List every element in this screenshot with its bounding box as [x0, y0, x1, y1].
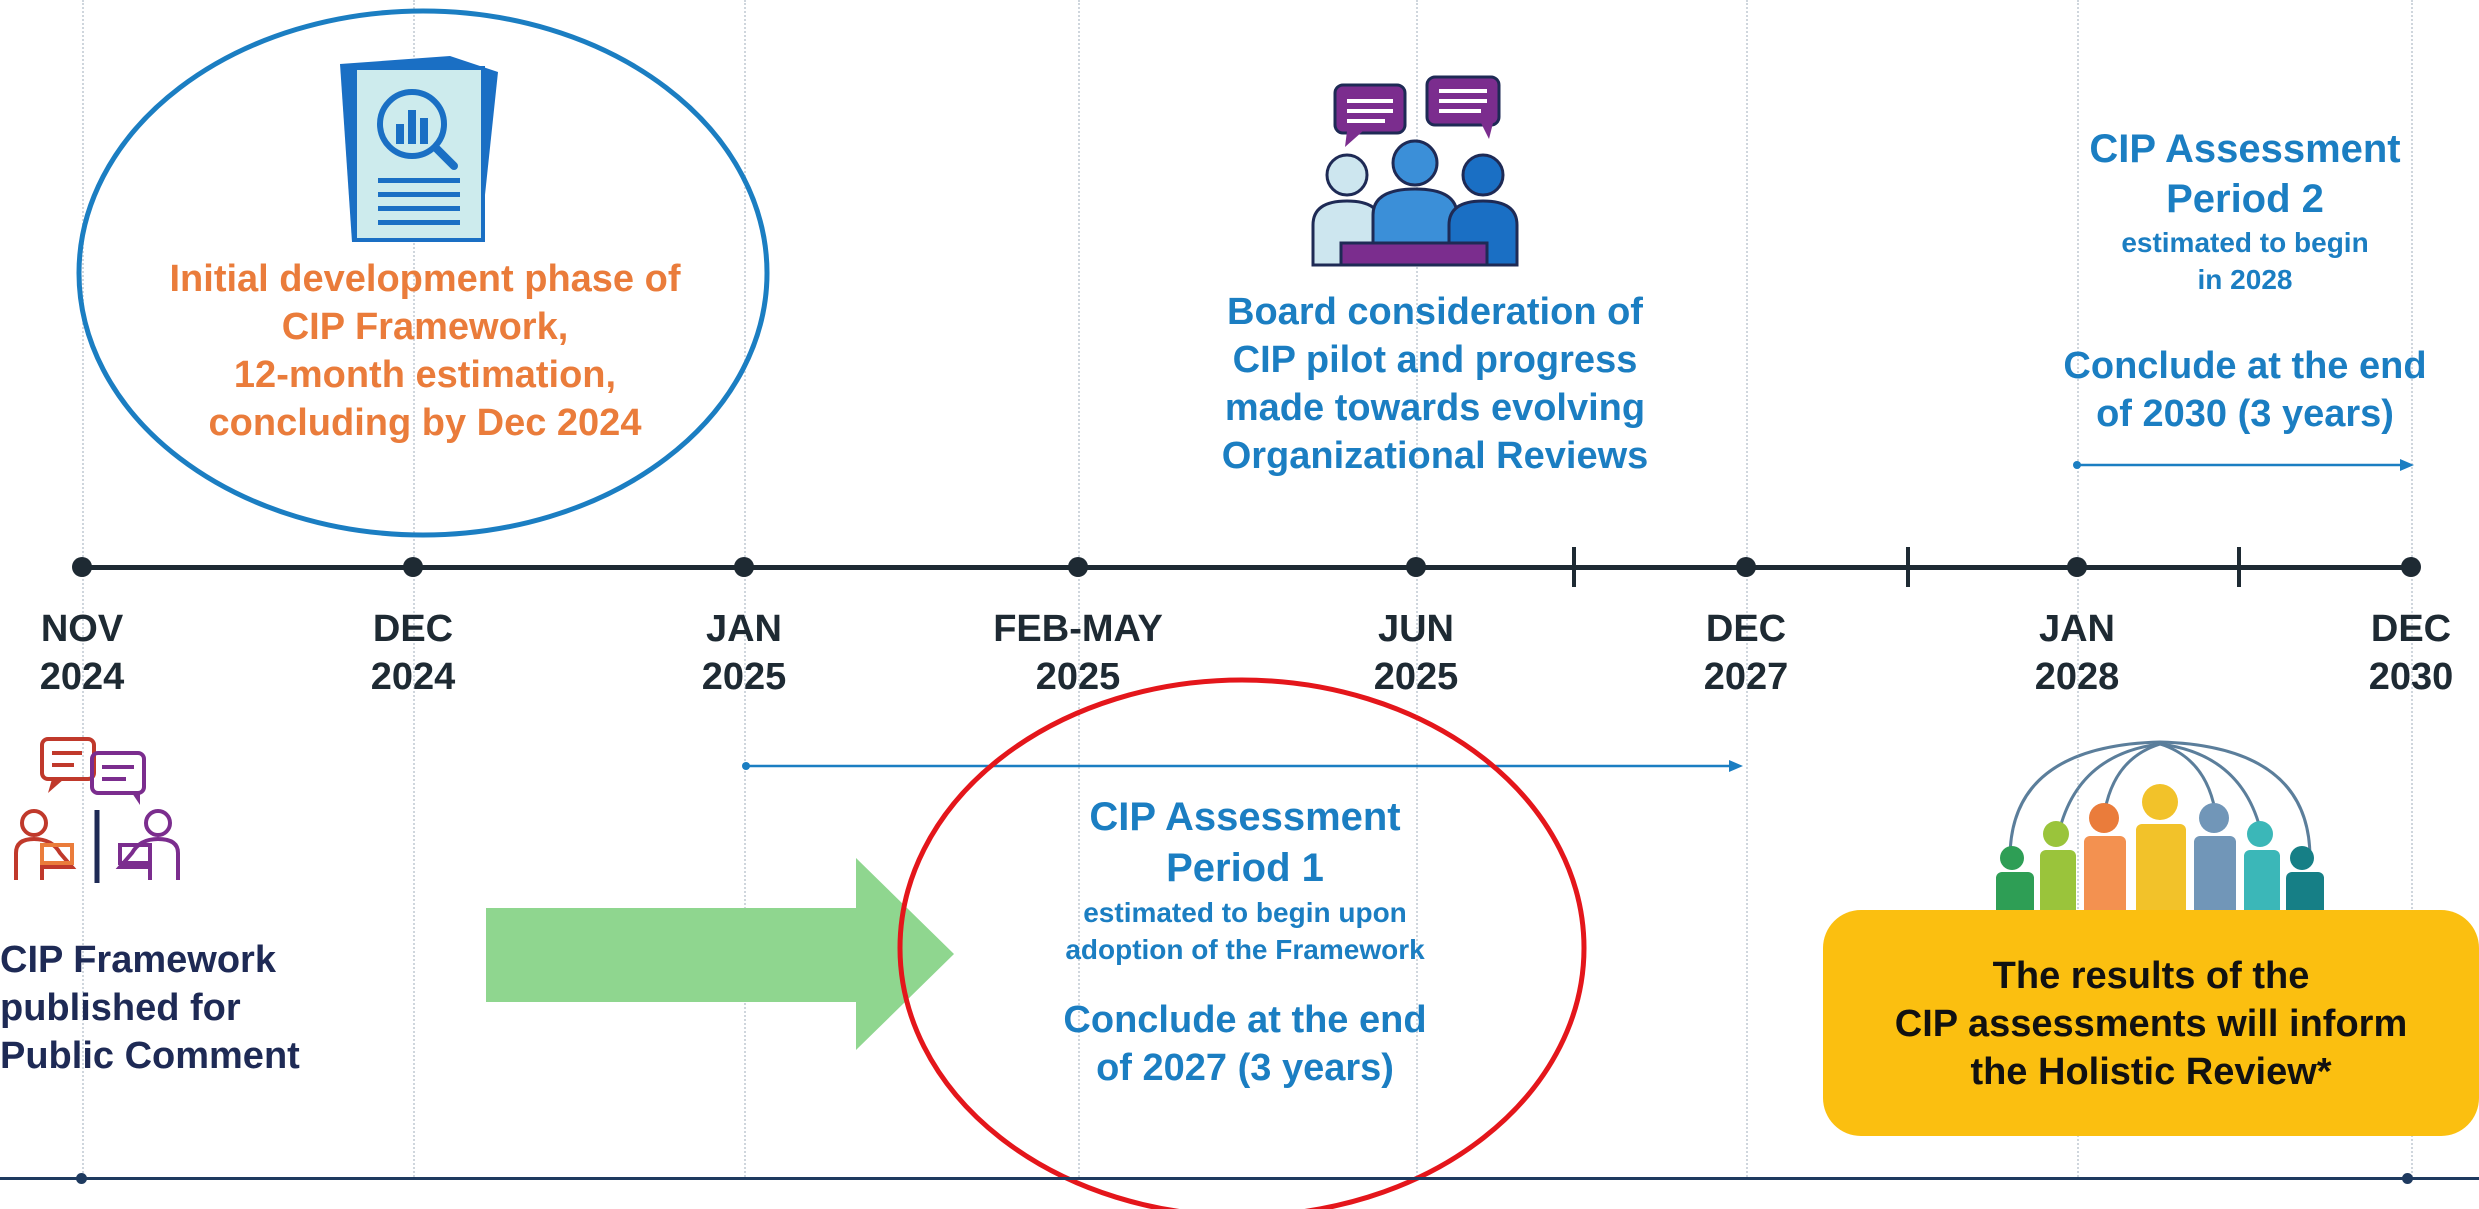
axis-year: 2028 [2034, 656, 2120, 698]
axis-month: JUN [1377, 608, 1455, 650]
period2-block: CIP Assessment Period 2 estimated to beg… [2030, 124, 2460, 298]
meeting-discussion-icon [1311, 75, 1519, 267]
guide-dec-2027 [1746, 0, 1748, 1180]
guide-dec-2030 [2411, 0, 2413, 1180]
period1-conclude-line: of 2027 (3 years) [1096, 1047, 1394, 1089]
axis-year: 2025 [1035, 656, 1121, 698]
bottom-rule-dot [76, 1173, 87, 1184]
period2-subtitle: estimated to begin [2121, 227, 2369, 258]
period1-conclude: Conclude at the end of 2027 (3 years) [1020, 996, 1470, 1092]
guide-feb-may-2025 [1078, 0, 1080, 1180]
axis-month: JAN [705, 608, 783, 650]
period2-title: CIP Assessment [2089, 127, 2401, 171]
axis-month: DEC [2370, 608, 2452, 650]
initial-phase-line: CIP Framework, [281, 306, 569, 348]
public-comment-line: Public Comment [0, 1035, 300, 1077]
axis-label-jan-2025: JAN 2025 [634, 605, 854, 701]
timeline-axis [78, 565, 2412, 570]
timeline-dot [72, 557, 92, 577]
progress-arrow [486, 858, 954, 1050]
axis-label-dec-2027: DEC 2027 [1636, 605, 1856, 701]
period1-title: CIP Assessment [1089, 795, 1401, 839]
axis-label-dec-2030: DEC 2030 [2301, 605, 2479, 701]
timeline-dot [734, 557, 754, 577]
axis-label-feb-may-2025: FEB-MAY 2025 [968, 605, 1188, 701]
axis-label-jun-2025: JUN 2025 [1306, 605, 1526, 701]
period1-span-arrow [742, 760, 1743, 772]
holistic-line: the Holistic Review* [1970, 1051, 2332, 1093]
axis-year: 2025 [1373, 656, 1459, 698]
period2-title: Period 2 [2166, 177, 2324, 221]
period1-block: CIP Assessment Period 1 estimated to beg… [1020, 792, 1470, 968]
initial-phase-line: concluding by Dec 2024 [208, 402, 642, 444]
bottom-rule [0, 1177, 2479, 1180]
timeline-dot [1406, 557, 1426, 577]
holistic-line: The results of the [1992, 955, 2310, 997]
holistic-line: CIP assessments will inform [1894, 1003, 2408, 1045]
holistic-review-callout [1823, 910, 2479, 1136]
axis-month: DEC [372, 608, 454, 650]
axis-month: JAN [2038, 608, 2116, 650]
board-line: Board consideration of [1227, 291, 1643, 333]
initial-phase-line: Initial development phase of [169, 258, 681, 300]
axis-year: 2024 [39, 656, 125, 698]
axis-label-nov-2024: NOV 2024 [0, 605, 192, 701]
board-consideration-text: Board consideration of CIP pilot and pro… [1165, 288, 1705, 480]
axis-month: DEC [1705, 608, 1787, 650]
axis-year: 2024 [370, 656, 456, 698]
timeline-break-tick [2237, 547, 2241, 587]
bottom-rule-dot [2402, 1173, 2413, 1184]
people-chat-laptop-icon [14, 737, 180, 883]
initial-phase-line: 12-month estimation, [233, 354, 617, 396]
people-network-icon [1996, 740, 2324, 918]
guide-jun-2025 [1416, 0, 1418, 1180]
axis-year: 2027 [1703, 656, 1789, 698]
guide-nov-2024 [82, 0, 84, 1180]
timeline-dot [2067, 557, 2087, 577]
timeline-dot [1068, 557, 1088, 577]
period2-conclude: Conclude at the end of 2030 (3 years) [2020, 342, 2470, 438]
timeline-dot [2401, 557, 2421, 577]
timeline-break-tick [1572, 547, 1576, 587]
guide-jan-2028 [2077, 0, 2079, 1180]
axis-label-dec-2024: DEC 2024 [303, 605, 523, 701]
public-comment-text: CIP Framework published for Public Comme… [0, 936, 340, 1080]
period1-subtitle: estimated to begin upon [1083, 897, 1407, 928]
guide-dec-2024 [413, 0, 415, 1180]
board-line: Organizational Reviews [1221, 435, 1649, 477]
axis-year: 2030 [2368, 656, 2454, 698]
period2-conclude-line: Conclude at the end [2063, 345, 2427, 387]
axis-label-jan-2028: JAN 2028 [1967, 605, 2187, 701]
document-chart-magnifier-icon [340, 56, 498, 242]
initial-phase-ellipse [76, 8, 770, 538]
period1-subtitle: adoption of the Framework [1065, 934, 1425, 965]
initial-phase-text: Initial development phase of CIP Framewo… [110, 255, 740, 447]
axis-month: FEB-MAY [993, 608, 1163, 650]
period2-conclude-line: of 2030 (3 years) [2096, 393, 2394, 435]
period1-title: Period 1 [1166, 846, 1324, 890]
axis-year: 2025 [701, 656, 787, 698]
axis-month: NOV [40, 608, 124, 650]
board-line: made towards evolving [1224, 387, 1646, 429]
timeline-dot [403, 557, 423, 577]
holistic-review-text: The results of the CIP assessments will … [1823, 952, 2479, 1096]
period2-span-arrow [2073, 459, 2414, 471]
public-comment-line: CIP Framework [0, 939, 276, 981]
timeline-break-tick [1906, 547, 1910, 587]
period1-conclude-line: Conclude at the end [1063, 999, 1427, 1041]
timeline-dot [1736, 557, 1756, 577]
guide-jan-2025 [744, 0, 746, 1180]
board-line: CIP pilot and progress [1232, 339, 1638, 381]
public-comment-line: published for [0, 987, 241, 1029]
period2-subtitle: in 2028 [2197, 264, 2293, 295]
period1-ellipse [897, 677, 1587, 1209]
